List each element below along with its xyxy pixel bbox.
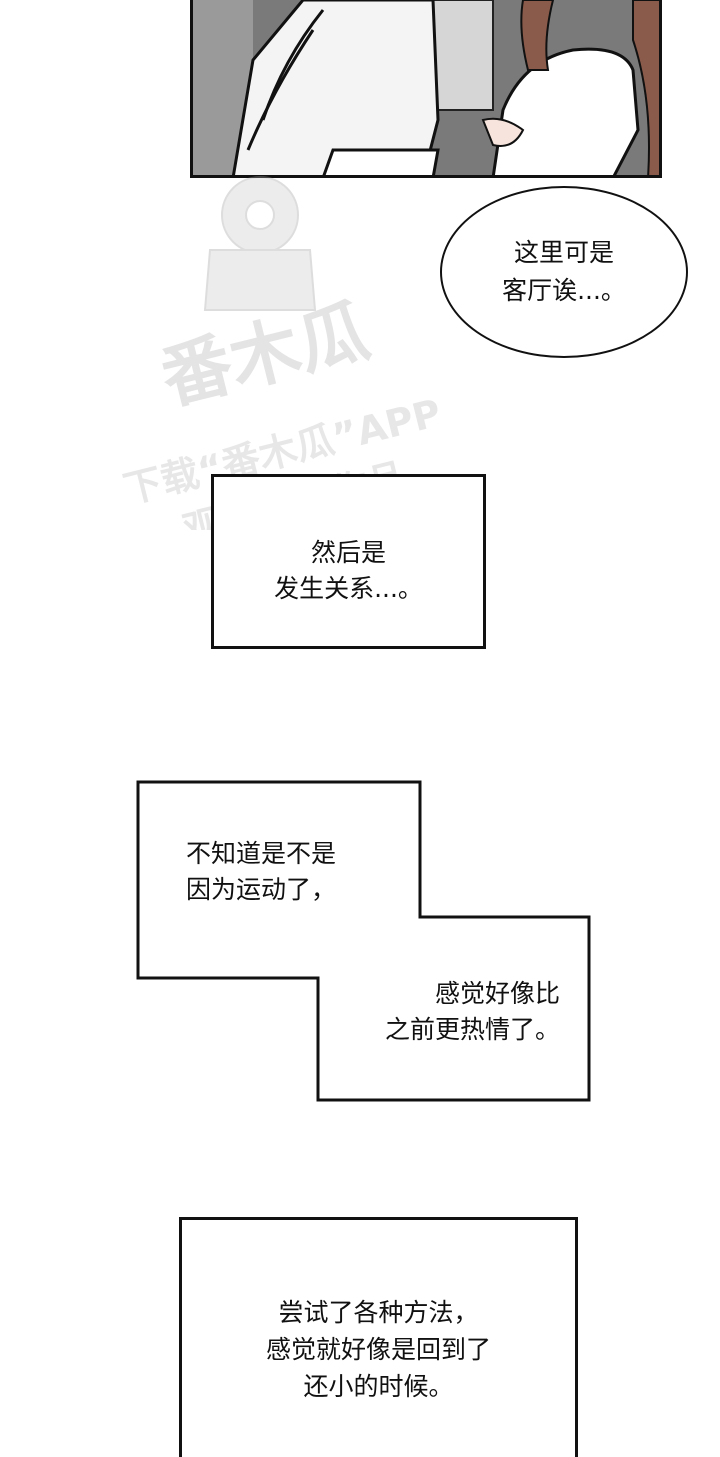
narration-box-1: 然后是 发生关系...。 (211, 474, 486, 649)
narration-3-text: 尝试了各种方法， 感觉就好像是回到了 还小的时候。 (265, 1298, 491, 1401)
narration-2b-text: 感觉好像比 之前更热情了。 (384, 979, 560, 1044)
narration-box-3: 尝试了各种方法， 感觉就好像是回到了 还小的时候。 (179, 1217, 578, 1457)
watermark-logo-icon (203, 176, 317, 311)
speech-bubble: 这里可是 客厅诶...。 (440, 186, 688, 358)
narration-2a-text: 不知道是不是 因为运动了， (186, 839, 337, 904)
narration-1-text: 然后是 发生关系...。 (274, 538, 423, 603)
comic-panel-top (190, 0, 662, 178)
speech-bubble-text: 这里可是 客厅诶...。 (502, 238, 626, 305)
panel-illustration (193, 0, 659, 175)
